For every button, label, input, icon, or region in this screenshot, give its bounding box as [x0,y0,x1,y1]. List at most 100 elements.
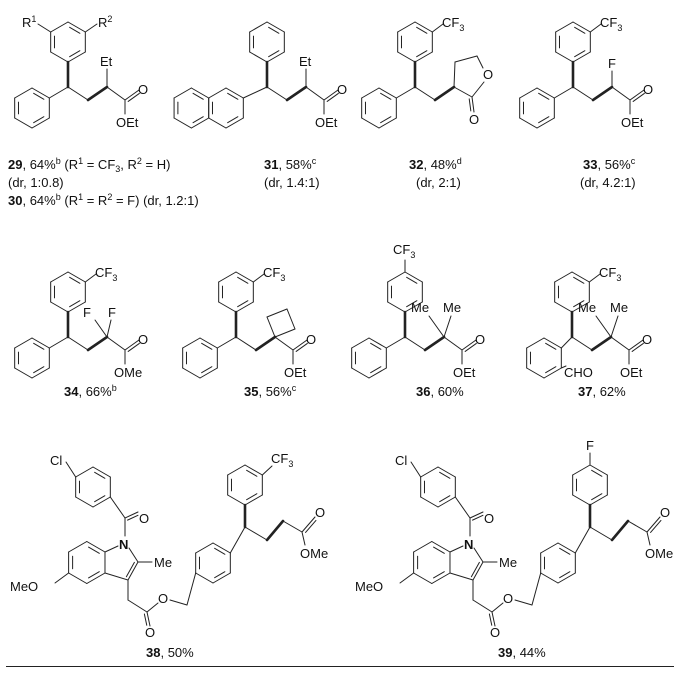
bond-line [646,516,661,533]
bond-line [50,271,69,283]
caption-33-dr: (dr, 4.2:1) [580,175,636,190]
bond-line [212,572,231,584]
bond-line [295,342,308,352]
caption-35: 35, 56%c [244,383,297,400]
bond-line [33,366,45,374]
bond-line [378,87,397,99]
bond-line [14,337,33,349]
bond-line [545,366,557,374]
bond-line [538,92,550,100]
bond-line [50,301,69,313]
cf3-label: CF3 [393,242,415,260]
carbonyl-o-label: O [643,82,653,97]
bond-line [433,571,445,579]
bond-line [286,308,296,330]
bond-line [443,315,452,338]
bond-line [225,117,244,129]
bond-line [14,87,33,99]
bond-line [104,545,119,553]
bond-line [192,116,204,124]
bond-line [472,514,484,521]
bond-line [387,271,406,283]
bond-line [380,92,392,100]
bond-line [540,542,559,554]
bond-line [127,514,139,521]
bond-line [109,496,126,519]
bond-line [227,494,246,506]
structure-36: CF3 Me Me O OEt [351,242,485,380]
caption-31: 31, 58%c [264,156,317,173]
caption-29: 29, 64%b (R1 = CF3, R2 = H) [8,156,171,174]
bond-line [491,602,504,613]
structure-33: CF3 F O OEt [519,15,653,130]
bond-line [454,496,471,519]
bond-line [468,98,472,112]
bond-line [268,50,280,58]
bond-line [536,117,555,129]
bond-line [414,21,433,33]
bond-line [589,494,608,506]
structure-32: CF3 O O [361,15,493,129]
ester-label: OEt [621,115,644,130]
methyl-label: Me [610,300,628,315]
bond-line [84,273,97,283]
bond-line [385,336,406,349]
bond-line [413,572,433,584]
structure-38: Cl O N Me MeO O O CF3 O OMe [10,451,328,640]
cf3-label: CF3 [442,15,464,33]
bond-line [439,471,451,479]
bond-line [208,87,227,99]
bond-line [94,495,106,503]
bond-line [199,367,218,379]
bond-line [67,51,86,63]
bond-line [464,342,477,352]
bond-line [589,526,613,541]
bond-line [75,496,94,508]
bond-line [31,87,50,99]
fluoro-label: F [586,438,594,453]
bond-line [67,86,89,101]
nitrogen-label: N [464,537,473,552]
bond-line [443,336,463,351]
bond-line [361,117,380,129]
bond-line [192,92,204,100]
bond-line [631,342,644,352]
bond-line [50,21,69,33]
bond-line [125,561,135,578]
bond-line [182,337,201,349]
bond-line [128,547,139,563]
bond-line [431,572,451,584]
ester-label: OEt [453,365,476,380]
bond-line [265,519,285,542]
bond-line [67,301,86,313]
bond-line [573,276,585,284]
bond-line [227,116,239,124]
bond-line [368,367,387,379]
bond-line [14,117,33,129]
bond-line [195,572,214,584]
bond-line [589,464,608,476]
bond-line [531,572,542,606]
cf3-label: CF3 [263,265,285,283]
bond-line [526,337,545,349]
bond-line [92,496,111,508]
bond-line [37,23,52,33]
bond-line [86,85,109,102]
bond-line [397,21,416,33]
bond-line [182,367,201,379]
bond-line [476,55,484,69]
bond-line [67,336,89,351]
bond-line [428,315,445,338]
bond-line [559,547,571,555]
bond-line [225,87,244,99]
bond-line [106,86,126,101]
methyl-label: Me [499,555,517,570]
bond-line [94,319,108,338]
bond-line [361,87,380,99]
bond-line [261,465,273,476]
ester-label: OEt [315,115,338,130]
fluoro-label: F [83,305,91,320]
bond-line [470,561,480,578]
bond-line [86,335,109,352]
bond-line [595,315,612,338]
